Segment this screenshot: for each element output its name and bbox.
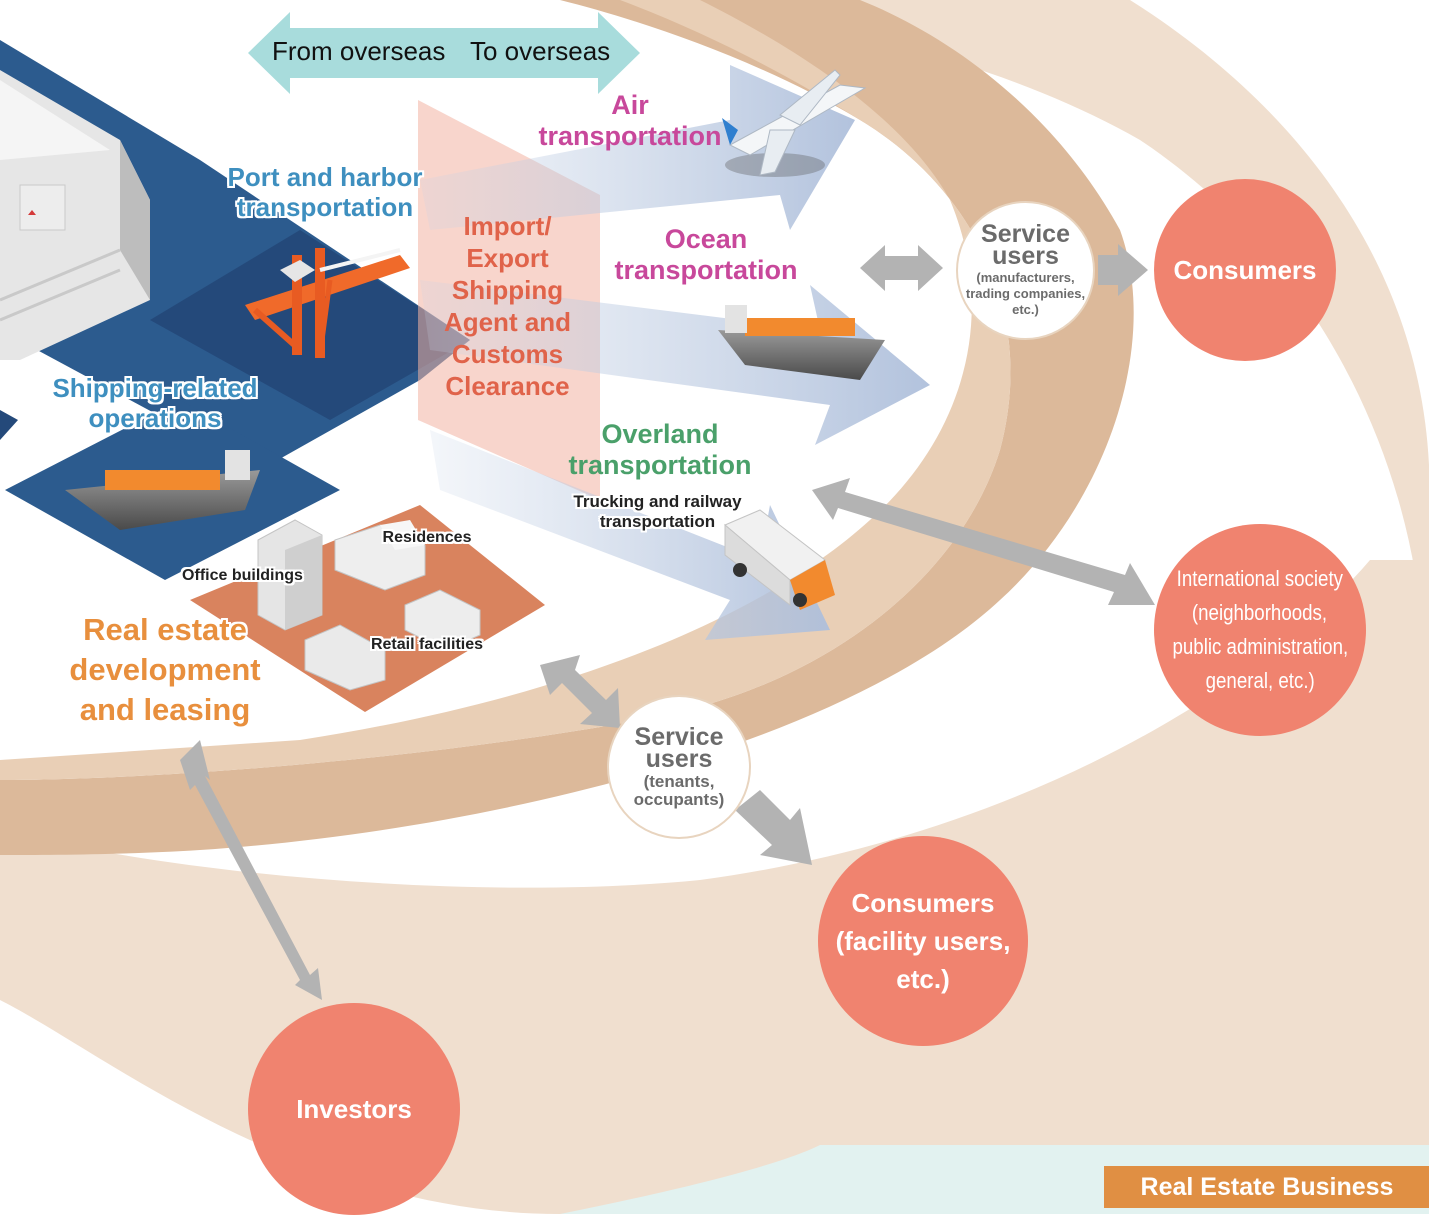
ocean-transportation-label: Ocean transportation [614,224,798,286]
investors-label: Investors [296,1093,412,1124]
customs-line-5: Customs [451,339,564,369]
inner-ring [0,0,1134,855]
office-buildings-label: Office buildings [182,567,303,584]
navy-platform-left [0,410,18,440]
svc-re-sub-2: occupants) [633,789,725,809]
consumers-bottom-line-2: (facility users, [835,926,1011,956]
shipping-ship [65,450,260,530]
service-users-logistics-circle: Service users (manufacturers, trading co… [958,203,1093,338]
customs-line-1: Import/ [463,211,552,241]
customs-line-6: Clearance [445,371,570,401]
ocean-flow-arrow [420,280,930,445]
customs-line-2: Export [466,243,549,273]
investors-circle: Investors [248,1003,460,1215]
port-crane [245,248,410,358]
realestate-platform [190,505,545,712]
svc-logistics-sub-1: (manufacturers, [976,270,1075,285]
retail-shape [404,589,481,651]
warehouse-building [0,70,150,360]
overland-transportation-label: Overland transportation [568,419,752,481]
customs-line-4: Agent and [443,307,572,337]
to-overseas-label: To overseas [470,36,611,66]
real-estate-line-3: and leasing [79,692,251,727]
truck [724,509,835,610]
real-estate-line-2: development [69,652,261,687]
intl-line-2: (neighborhoods, [1192,600,1328,625]
service-users-realestate-circle: Service users (tenants, occupants) [609,697,749,837]
office-buildings-shape [257,519,323,631]
navy-platform-port [150,230,470,420]
retail-shape-2 [304,624,386,691]
shipping-ops-label: Shipping-related operations [52,373,258,433]
svc-logistics-title-2: users [992,242,1059,270]
svc-logistics-sub-2: trading companies, [965,286,1086,301]
intl-line-3: public administration, [1172,634,1348,659]
intl-line-4: general, etc.) [1205,668,1315,693]
consumers-bottom-line-3: etc.) [896,964,950,994]
trucking-label: Trucking and railway transportation [573,492,742,531]
intl-line-1: International society [1176,566,1344,591]
retail-facilities-label: Retail facilities [370,636,484,653]
overland-flow-arrow [430,430,830,640]
air-flow-arrow [420,65,855,230]
residences-shape [334,520,426,591]
consumers-top-label: Consumers [1173,254,1317,285]
real-estate-title: Real estate development and leasing [45,610,285,730]
residences-label: Residences [382,529,472,546]
real-estate-line-1: Real estate [83,612,247,647]
international-society-circle: International society (neighborhoods, pu… [1154,524,1366,736]
gray-arrows [180,244,1155,1000]
air-transportation-label: Air transportation [538,90,722,152]
svc-logistics-title-1: Service [981,220,1070,248]
customs-line-3: Shipping [451,275,564,305]
consumers-bottom-line-1: Consumers [851,888,995,918]
consumers-top-circle: Consumers [1154,179,1336,361]
svc-logistics-sub-3: etc.) [1012,302,1039,317]
customs-label: Import/ Export Shipping Agent and Custom… [430,210,585,402]
svc-re-title-1: Service [634,722,724,751]
port-harbor-label: Port and harbor transportation [227,162,423,222]
ocean-ship [718,305,885,380]
from-overseas-label: From overseas [272,36,446,66]
svc-re-title-2: users [645,744,713,773]
overseas-double-arrow [248,12,640,94]
airplane [722,69,867,177]
svc-re-sub-1: (tenants, [643,771,715,791]
consumers-bottom-circle: Consumers (facility users, etc.) [818,836,1028,1046]
real-estate-business-badge: Real Estate Business [1104,1166,1429,1208]
